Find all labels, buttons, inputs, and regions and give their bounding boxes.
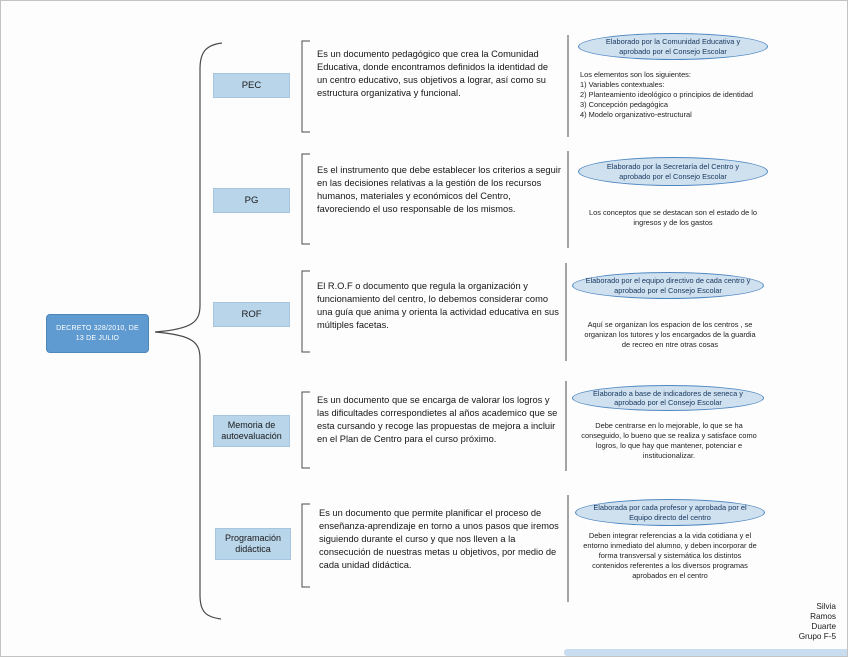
signature-line: Silvia bbox=[816, 602, 836, 611]
branch-description-programacion: Es un documento que permite planificar e… bbox=[319, 508, 559, 571]
branch-bubble-pec[interactable]: Elaborado por la Comunidad Educativa y a… bbox=[578, 33, 768, 60]
signature-line: Duarte bbox=[811, 622, 836, 631]
bracket-row-programacion bbox=[301, 503, 310, 588]
curly-brace bbox=[154, 42, 223, 620]
branch-bubble-pg[interactable]: Elaborado por la Secretaría del Centro y… bbox=[578, 157, 768, 186]
branch-bubble-memoria[interactable]: Elaborado a base de indicadores de senec… bbox=[572, 385, 764, 411]
signature-line: Grupo F-5 bbox=[798, 632, 836, 641]
branch-label-memoria[interactable]: Memoria de autoevaluación bbox=[213, 415, 290, 447]
branch-detail-pec: Los elementos son los siguientes: 1) Var… bbox=[580, 70, 753, 119]
branch-label-pg[interactable]: PG bbox=[213, 188, 290, 213]
branch-label-pec[interactable]: PEC bbox=[213, 73, 290, 98]
bracket-row-memoria bbox=[301, 391, 310, 469]
branch-description-pg: Es el instrumento que debe establecer lo… bbox=[317, 165, 561, 215]
branch-description-rof: El R.O.F o documento que regula la organ… bbox=[317, 281, 559, 331]
branch-detail-pg: Los conceptos que se destacan son el est… bbox=[588, 208, 758, 227]
branch-detail-memoria: Debe centrarse en lo mejorable, lo que s… bbox=[581, 421, 757, 460]
branch-bubble-rof[interactable]: Elaborado por el equipo directivo de cad… bbox=[572, 272, 764, 299]
signature: Silvia Ramos Duarte Grupo F-5 bbox=[799, 602, 836, 642]
branch-label-programacion[interactable]: Programación didáctica bbox=[215, 528, 291, 560]
branch-description-memoria: Es un documento que se encarga de valora… bbox=[317, 395, 558, 445]
branch-label-rof[interactable]: ROF bbox=[213, 302, 290, 327]
root-node-decreto[interactable]: DECRETO 328/2010, DE 13 DE JULIO bbox=[46, 314, 149, 353]
signature-line: Ramos bbox=[810, 612, 836, 621]
branch-detail-rof: Aquí se organizan los espacion de los ce… bbox=[584, 320, 756, 349]
branch-detail-programacion: Deben integrar referencias a la vida cot… bbox=[583, 531, 757, 580]
branch-bubble-programacion[interactable]: Elaborada por cada profesor y aprobada p… bbox=[575, 499, 765, 526]
bracket-row-pg bbox=[301, 153, 310, 245]
bracket-row-pec bbox=[301, 40, 310, 133]
horizontal-scrollbar[interactable] bbox=[564, 649, 847, 656]
bracket-row-rof bbox=[301, 270, 310, 353]
branch-description-pec: Es un documento pedagógico que crea la C… bbox=[317, 49, 549, 99]
